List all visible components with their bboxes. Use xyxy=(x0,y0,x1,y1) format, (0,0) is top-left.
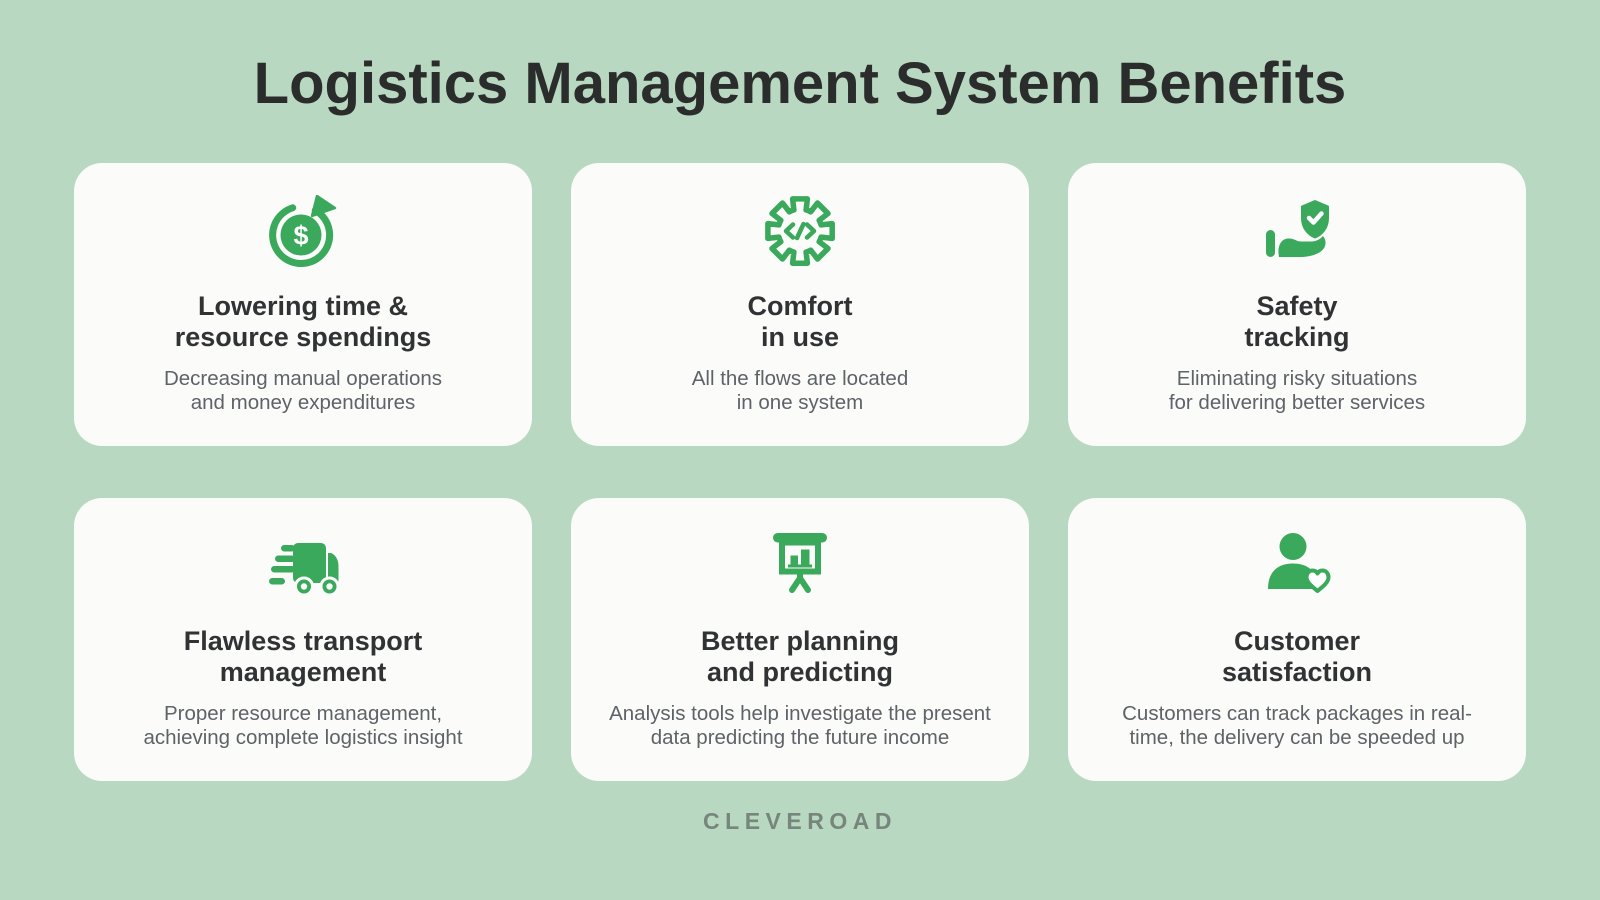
svg-text:$: $ xyxy=(293,220,308,250)
benefit-title: Safety tracking xyxy=(1244,290,1350,353)
benefits-grid: $ Lowering time & resource spendings Dec… xyxy=(74,162,1526,781)
person-heart-icon xyxy=(1261,531,1333,601)
benefit-card-transport-management: Flawless transport management Proper res… xyxy=(74,497,532,781)
shield-hand-icon xyxy=(1261,196,1333,266)
benefit-description: Eliminating risky situations for deliver… xyxy=(1168,366,1426,415)
infographic-page: Logistics Management System Benefits $ L… xyxy=(0,51,1600,835)
benefit-title: Flawless transport management xyxy=(183,625,423,688)
benefit-title: Better planning and predicting xyxy=(700,625,899,688)
benefit-card-safety-tracking: Safety tracking Eliminating risky situat… xyxy=(1068,162,1526,446)
fast-truck-icon xyxy=(267,531,339,601)
benefit-card-comfort-in-use: Comfort in use All the flows are located… xyxy=(571,162,1029,446)
benefit-description: Customers can track packages in real- ti… xyxy=(1122,701,1472,750)
benefit-title: Comfort in use xyxy=(747,290,853,353)
money-rotation-icon: $ xyxy=(267,194,339,267)
brand-logo-text: CLEVEROAD xyxy=(703,807,897,834)
benefit-title: Lowering time & resource spendings xyxy=(174,290,432,353)
presentation-chart-icon xyxy=(764,531,836,601)
benefit-card-planning-predicting: Better planning and predicting Analysis … xyxy=(571,497,1029,781)
benefit-description: Proper resource management, achieving co… xyxy=(143,701,463,750)
benefit-description: All the flows are located in one system xyxy=(691,366,909,415)
benefit-title: Customer satisfaction xyxy=(1221,625,1373,688)
benefit-description: Analysis tools help investigate the pres… xyxy=(609,701,991,750)
gear-code-icon xyxy=(764,196,836,266)
brand-footer: CLEVEROAD xyxy=(0,808,1600,835)
benefit-card-customer-satisfaction: Customer satisfaction Customers can trac… xyxy=(1068,497,1526,781)
benefit-card-lowering-spendings: $ Lowering time & resource spendings Dec… xyxy=(74,162,532,446)
page-title: Logistics Management System Benefits xyxy=(253,51,1347,116)
benefit-description: Decreasing manual operations and money e… xyxy=(163,366,443,415)
